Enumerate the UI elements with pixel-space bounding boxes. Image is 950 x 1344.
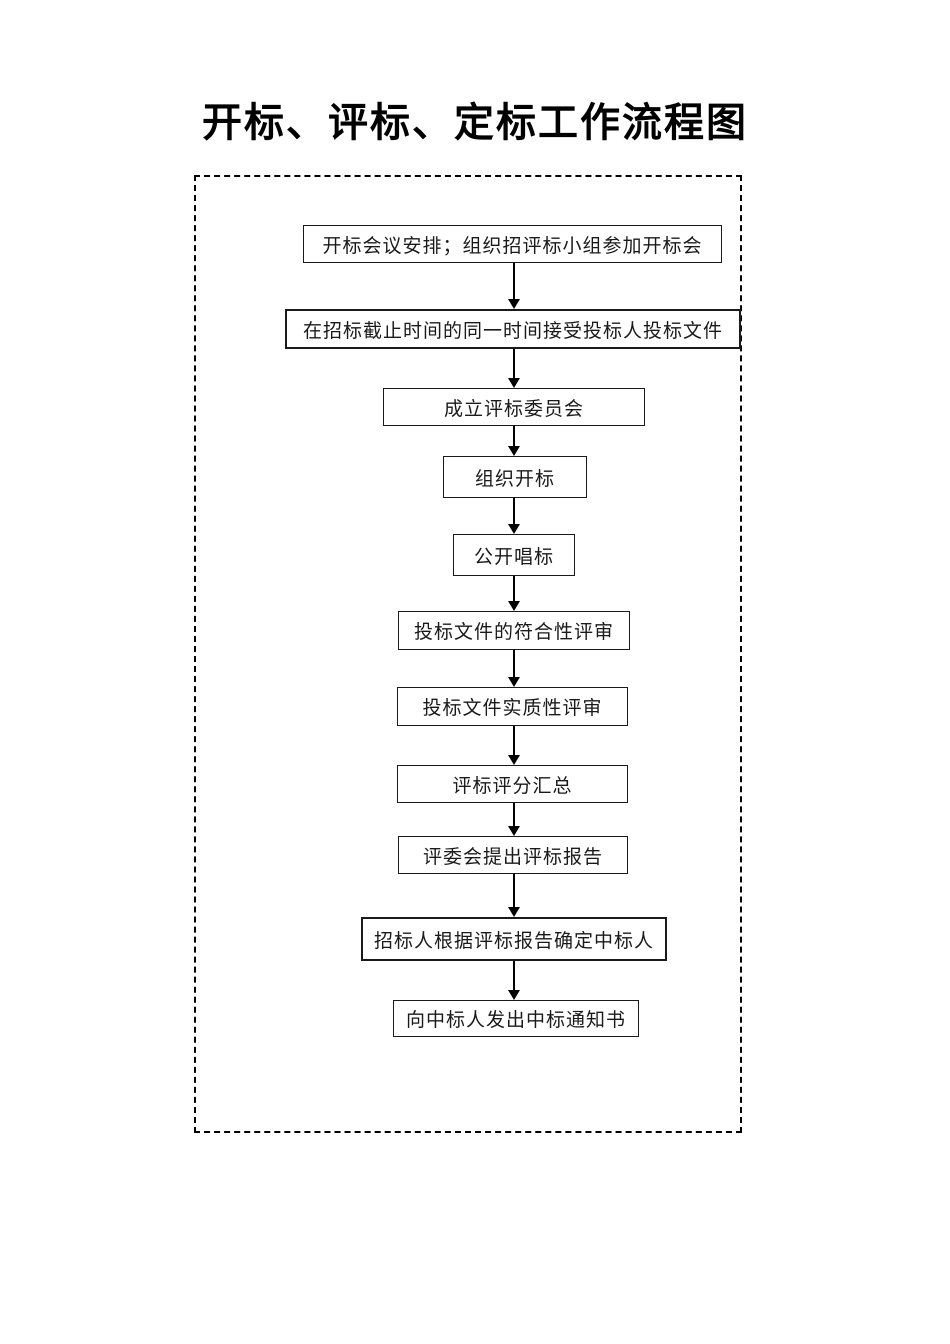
flow-node-accept-bid-documents: 在招标截止时间的同一时间接受投标人投标文件: [285, 309, 741, 349]
arrow-head: [508, 524, 520, 534]
arrow-stem: [513, 576, 515, 604]
flow-arrow-down-icon: [508, 349, 520, 388]
arrow-head: [508, 677, 520, 687]
flow-node-award-notice: 向中标人发出中标通知书: [393, 1000, 639, 1037]
flow-node-conformity-review: 投标文件的符合性评审: [398, 611, 630, 650]
flow-arrow-down-icon: [508, 874, 520, 917]
arrow-stem: [513, 803, 515, 829]
arrow-head: [508, 378, 520, 388]
arrow-head: [508, 990, 520, 1000]
arrow-stem: [513, 874, 515, 910]
flow-arrow-down-icon: [508, 576, 520, 611]
flow-node-score-summary: 评标评分汇总: [397, 765, 628, 803]
arrow-head: [508, 299, 520, 309]
flow-node-form-evaluation-committee: 成立评标委员会: [383, 388, 645, 426]
flowchart-boundary: [194, 175, 742, 1133]
flow-node-public-bid-reading: 公开唱标: [453, 534, 575, 576]
flow-arrow-down-icon: [508, 961, 520, 1000]
arrow-stem: [513, 263, 515, 302]
arrow-stem: [513, 650, 515, 680]
arrow-head: [508, 907, 520, 917]
arrow-stem: [513, 349, 515, 381]
flow-node-substantive-review: 投标文件实质性评审: [397, 687, 628, 726]
flow-node-evaluation-report: 评委会提出评标报告: [398, 836, 628, 874]
arrow-head: [508, 755, 520, 765]
flow-arrow-down-icon: [508, 498, 520, 534]
flow-arrow-down-icon: [508, 726, 520, 765]
arrow-stem: [513, 426, 515, 449]
arrow-stem: [513, 961, 515, 993]
flow-node-determine-winner: 招标人根据评标报告确定中标人: [361, 917, 667, 961]
flow-node-organize-bid-opening: 组织开标: [443, 456, 587, 498]
arrow-head: [508, 826, 520, 836]
flow-arrow-down-icon: [508, 650, 520, 687]
flow-node-bid-opening-meeting: 开标会议安排；组织招评标小组参加开标会: [303, 225, 722, 263]
arrow-head: [508, 601, 520, 611]
flow-arrow-down-icon: [508, 803, 520, 836]
arrow-stem: [513, 726, 515, 758]
flow-arrow-down-icon: [508, 426, 520, 456]
arrow-head: [508, 446, 520, 456]
flow-arrow-down-icon: [508, 263, 520, 309]
arrow-stem: [513, 498, 515, 527]
page-title: 开标、评标、定标工作流程图: [202, 100, 748, 145]
